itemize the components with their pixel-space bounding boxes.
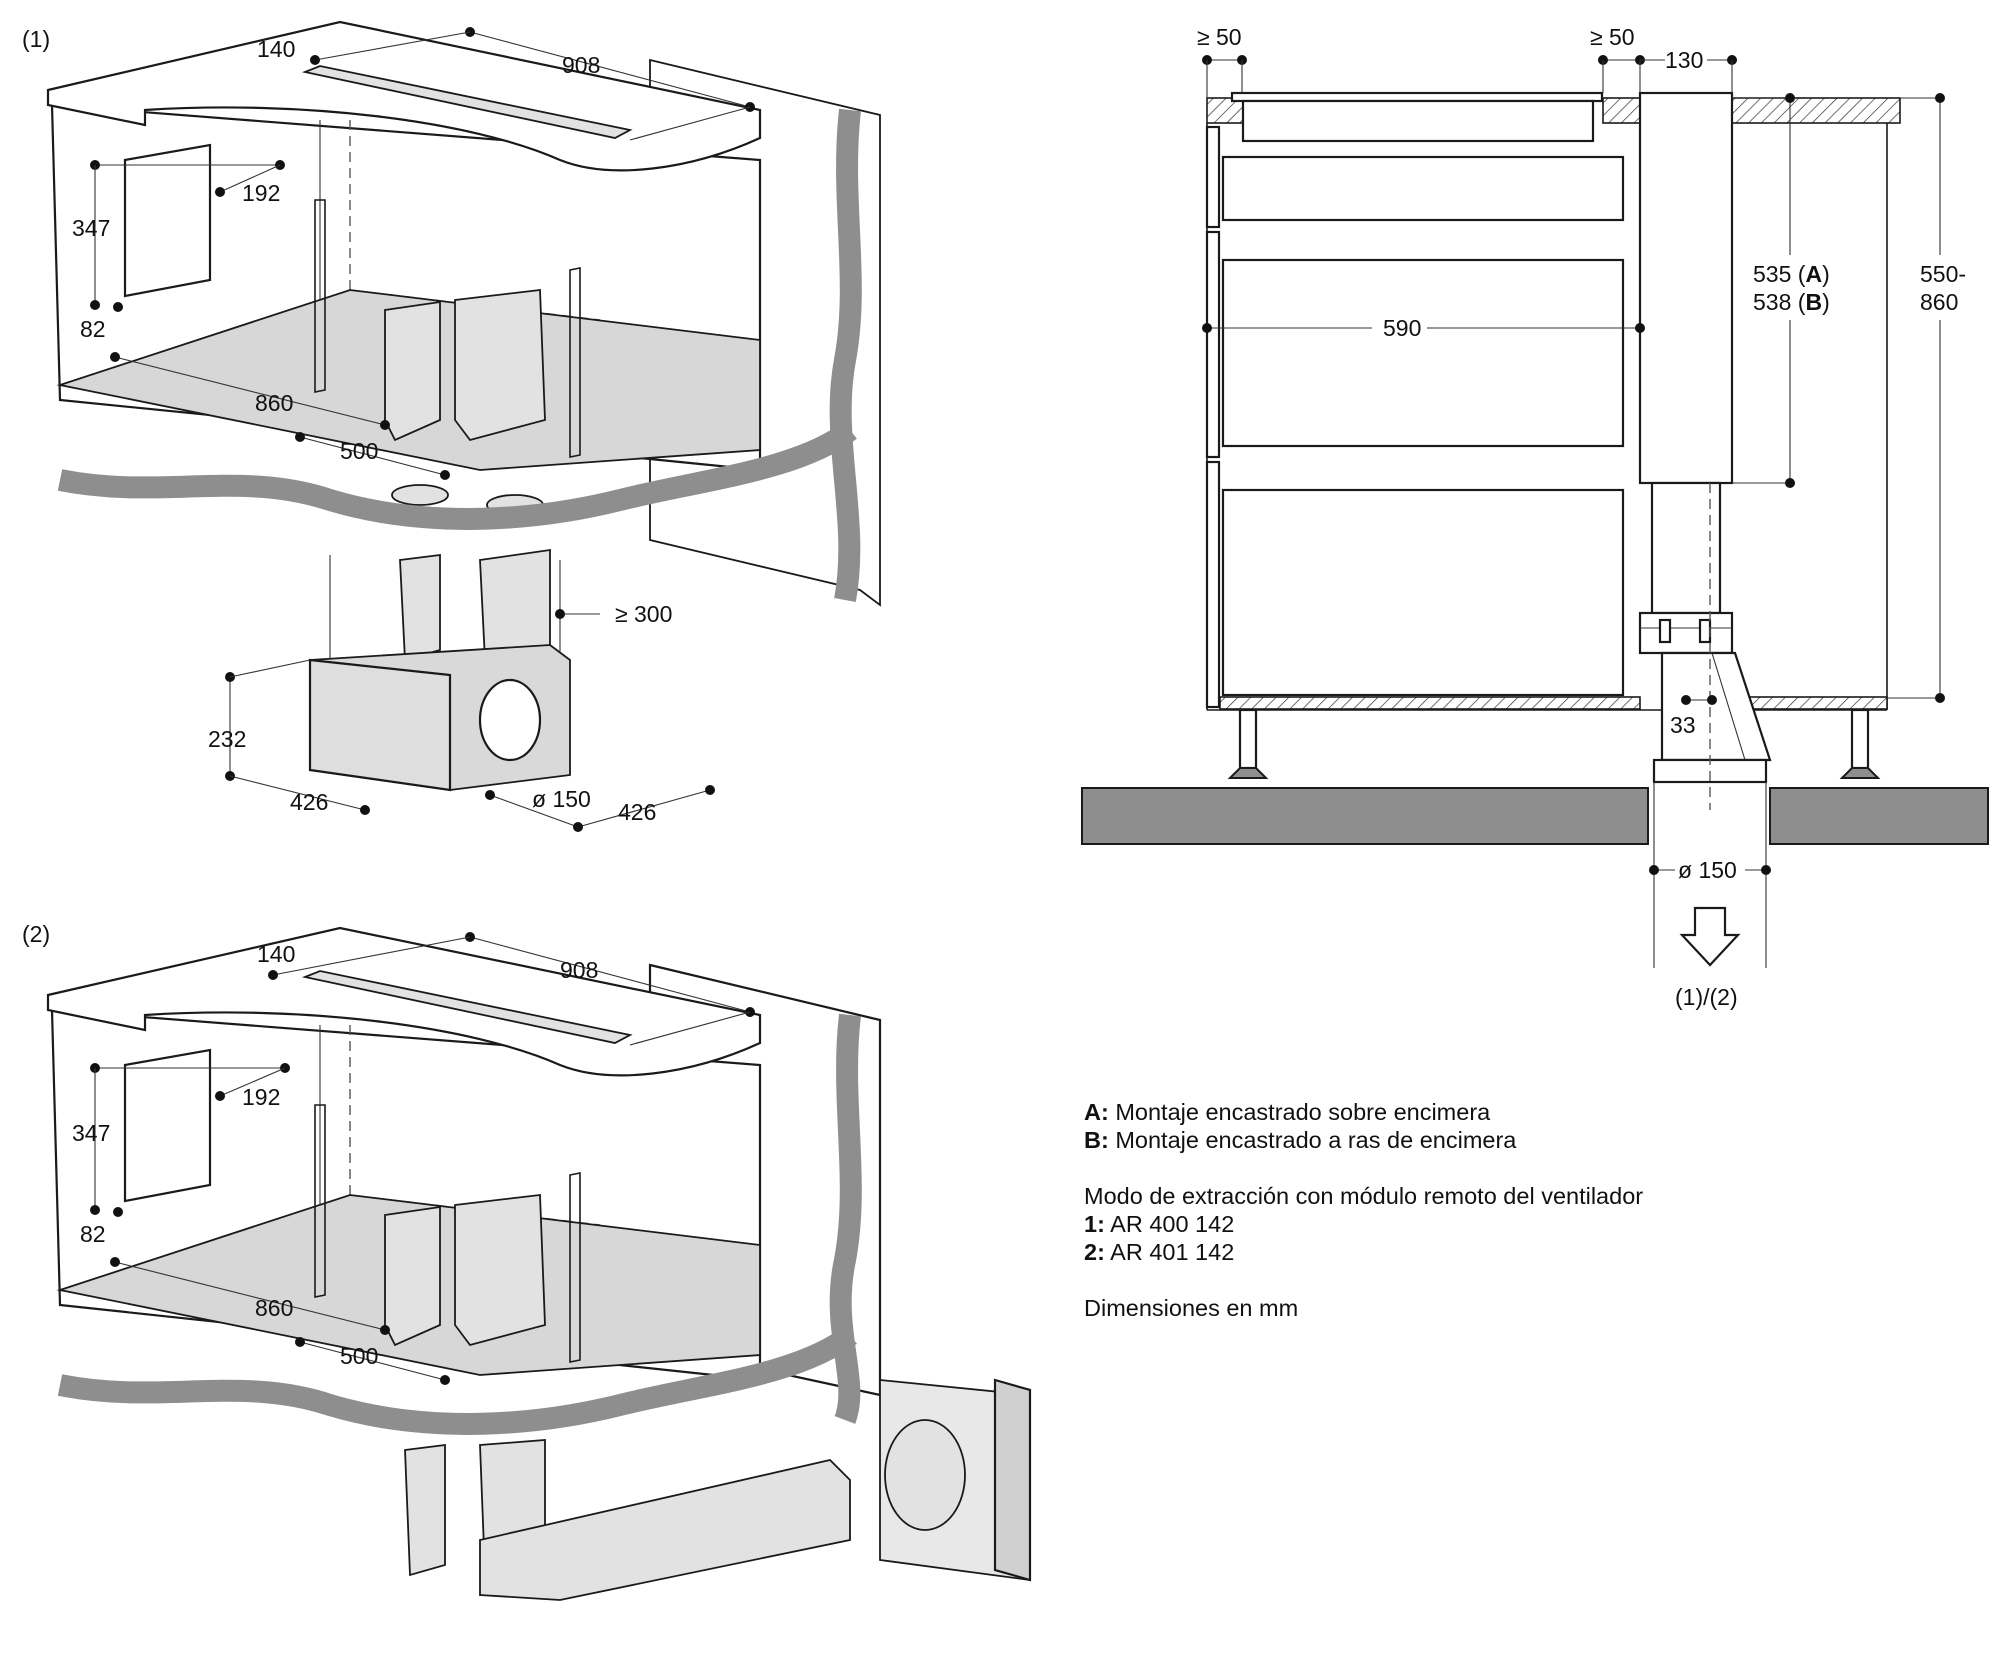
figure-1-label: (1) <box>22 26 50 52</box>
dim-min-300: ≥ 300 <box>615 601 672 627</box>
dim-426-right: 426 <box>618 799 656 825</box>
side-dimensions <box>1202 55 1945 875</box>
figure-ref-label: (1)/(2) <box>1675 984 1738 1010</box>
dim-908: 908 <box>562 52 600 78</box>
dim-860: 860 <box>255 1295 293 1321</box>
figure-1-cabinet <box>46 20 881 792</box>
dim-33: 33 <box>1670 712 1696 738</box>
dim-130: 130 <box>1665 47 1703 73</box>
legend-2: 2: AR 401 142 <box>1084 1238 1643 1266</box>
dim-diameter-150: ø 150 <box>1678 857 1737 883</box>
dim-590: 590 <box>1383 315 1421 341</box>
dim-860: 860 <box>255 390 293 416</box>
legend-1: 1: AR 400 142 <box>1084 1210 1643 1238</box>
dim-347: 347 <box>72 215 110 241</box>
figure-2-labels: (2) 140 908 192 347 82 860 500 <box>22 921 598 1369</box>
legend: A: Montaje encastrado sobre encimera B: … <box>1084 1098 1643 1322</box>
figure-2-dimensions <box>90 932 755 1385</box>
dim-538: 538 (B) <box>1753 289 1830 315</box>
dim-232: 232 <box>208 726 246 752</box>
figure-1-dimensions <box>90 27 755 832</box>
dim-192: 192 <box>242 1084 280 1110</box>
dim-550: 550- <box>1920 261 1966 287</box>
side-labels: ≥ 50 ≥ 50 130 590 535 (A) 538 (B) 550- 8… <box>1197 24 1966 1010</box>
dim-500: 500 <box>340 1343 378 1369</box>
dim-diameter-150: ø 150 <box>532 786 591 812</box>
legend-mode: Modo de extracción con módulo remoto del… <box>1084 1183 1644 1209</box>
dim-140: 140 <box>257 941 295 967</box>
legend-a-text: Montaje encastrado sobre encimera <box>1115 1099 1491 1125</box>
dim-426-left: 426 <box>290 789 328 815</box>
dim-140: 140 <box>257 36 295 62</box>
side-section <box>1081 91 1989 968</box>
dim-347: 347 <box>72 1120 110 1146</box>
dim-min-50-left: ≥ 50 <box>1197 24 1242 50</box>
figure-2-label: (2) <box>22 921 50 947</box>
dim-192: 192 <box>242 180 280 206</box>
legend-b-key: B: <box>1084 1127 1109 1153</box>
dim-535: 535 (A) <box>1753 261 1830 287</box>
dim-min-50-right: ≥ 50 <box>1590 24 1635 50</box>
dim-860: 860 <box>1920 289 1958 315</box>
figure-2-cabinet <box>46 926 1032 1601</box>
dim-82: 82 <box>80 316 106 342</box>
legend-b-text: Montaje encastrado a ras de encimera <box>1115 1127 1517 1153</box>
legend-units: Dimensiones en mm <box>1084 1295 1299 1321</box>
legend-a-key: A: <box>1084 1099 1109 1125</box>
legend-1-value: AR 400 142 <box>1110 1211 1235 1237</box>
figure-1-labels: (1) 140 908 192 347 82 860 500 ≥ 300 232… <box>22 26 672 825</box>
legend-b: B: Montaje encastrado a ras de encimera <box>1084 1126 1643 1154</box>
legend-2-key: 2: <box>1084 1239 1105 1265</box>
legend-a: A: Montaje encastrado sobre encimera <box>1084 1098 1643 1126</box>
legend-2-value: AR 401 142 <box>1110 1239 1235 1265</box>
dim-500: 500 <box>340 438 378 464</box>
dim-82: 82 <box>80 1221 106 1247</box>
legend-1-key: 1: <box>1084 1211 1105 1237</box>
dim-908: 908 <box>560 957 598 983</box>
